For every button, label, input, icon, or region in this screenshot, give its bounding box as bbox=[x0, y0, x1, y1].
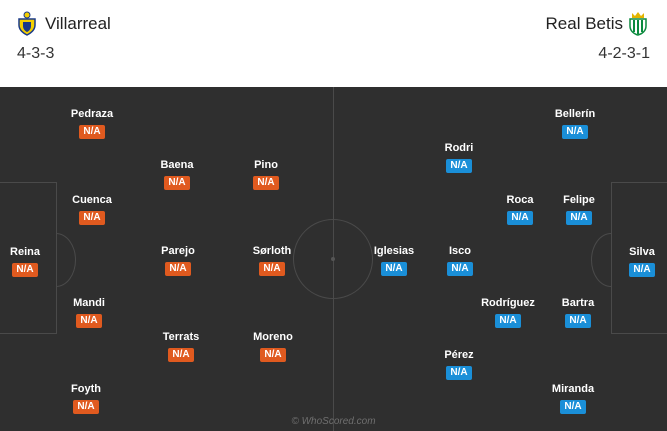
player-parejo[interactable]: Parejo N/A bbox=[143, 245, 213, 276]
player-miranda[interactable]: Miranda N/A bbox=[538, 383, 608, 414]
player-name: Roca bbox=[506, 194, 534, 206]
player-baena[interactable]: Baena N/A bbox=[142, 159, 212, 190]
rating-badge: N/A bbox=[560, 400, 586, 414]
player-name: Baena bbox=[160, 159, 194, 171]
home-formation: 4-3-3 bbox=[17, 45, 55, 62]
away-formation: 4-2-3-1 bbox=[598, 45, 650, 62]
player-name: Pino bbox=[254, 159, 278, 171]
player-name: Cuenca bbox=[72, 194, 112, 206]
rating-badge: N/A bbox=[259, 262, 285, 276]
player-name: Rodríguez bbox=[481, 297, 535, 309]
player-name: Sørloth bbox=[252, 245, 292, 257]
player-pino[interactable]: Pino N/A bbox=[231, 159, 301, 190]
rating-badge: N/A bbox=[79, 125, 105, 139]
player-name: Bellerín bbox=[554, 108, 596, 120]
player-name: Miranda bbox=[551, 383, 595, 395]
rating-badge: N/A bbox=[495, 314, 521, 328]
player-name: Silva bbox=[629, 246, 655, 258]
rating-badge: N/A bbox=[447, 262, 473, 276]
rating-badge: N/A bbox=[165, 262, 191, 276]
rating-badge: N/A bbox=[446, 366, 472, 380]
player-name: Felipe bbox=[563, 194, 595, 206]
rating-badge: N/A bbox=[79, 211, 105, 225]
rating-badge: N/A bbox=[566, 211, 592, 225]
player-cuenca[interactable]: Cuenca N/A bbox=[57, 194, 127, 225]
match-header: Villarreal 4-3-3 Real Betis 4-2-3-1 bbox=[0, 0, 667, 84]
player-name: Mandi bbox=[73, 297, 105, 309]
rating-badge: N/A bbox=[446, 159, 472, 173]
player-terrats[interactable]: Terrats N/A bbox=[146, 331, 216, 362]
rating-badge: N/A bbox=[76, 314, 102, 328]
player-silva[interactable]: Silva N/A bbox=[607, 246, 667, 277]
center-circle bbox=[293, 219, 373, 299]
player-mandi[interactable]: Mandi N/A bbox=[54, 297, 124, 328]
rating-badge: N/A bbox=[629, 263, 655, 277]
player-pedraza[interactable]: Pedraza N/A bbox=[57, 108, 127, 139]
away-team-name: Real Betis bbox=[545, 14, 623, 33]
player-rodri[interactable]: Rodri N/A bbox=[424, 142, 494, 173]
player-name: Parejo bbox=[161, 245, 195, 257]
player-name: Terrats bbox=[162, 331, 200, 343]
away-penalty-box bbox=[611, 182, 667, 334]
player-name: Iglesias bbox=[373, 245, 415, 257]
player-bellerin[interactable]: Bellerín N/A bbox=[540, 108, 610, 139]
player-name: Reina bbox=[10, 246, 40, 258]
rating-badge: N/A bbox=[253, 176, 279, 190]
rating-badge: N/A bbox=[381, 262, 407, 276]
rating-badge: N/A bbox=[12, 263, 38, 277]
player-name: Rodri bbox=[444, 142, 474, 154]
player-bartra[interactable]: Bartra N/A bbox=[543, 297, 613, 328]
player-rodriguez[interactable]: Rodríguez N/A bbox=[473, 297, 543, 328]
player-name: Foyth bbox=[71, 383, 101, 395]
player-name: Bartra bbox=[561, 297, 595, 309]
player-name: Moreno bbox=[253, 331, 293, 343]
home-team-name: Villarreal bbox=[45, 14, 111, 33]
player-name: Pedraza bbox=[70, 108, 114, 120]
player-felipe[interactable]: Felipe N/A bbox=[544, 194, 614, 225]
villarreal-crest-icon bbox=[18, 11, 36, 36]
rating-badge: N/A bbox=[164, 176, 190, 190]
watermark: © WhoScored.com bbox=[291, 416, 376, 427]
rating-badge: N/A bbox=[562, 125, 588, 139]
player-moreno[interactable]: Moreno N/A bbox=[238, 331, 308, 362]
rating-badge: N/A bbox=[565, 314, 591, 328]
player-iglesias[interactable]: Iglesias N/A bbox=[359, 245, 429, 276]
rating-badge: N/A bbox=[73, 400, 99, 414]
player-reina[interactable]: Reina N/A bbox=[0, 246, 60, 277]
player-perez[interactable]: Pérez N/A bbox=[424, 349, 494, 380]
player-roca[interactable]: Roca N/A bbox=[485, 194, 555, 225]
rating-badge: N/A bbox=[168, 348, 194, 362]
player-isco[interactable]: Isco N/A bbox=[425, 245, 495, 276]
real-betis-crest-icon bbox=[629, 12, 647, 36]
pitch: Reina N/A Pedraza N/A Cuenca N/A Mandi N… bbox=[0, 87, 667, 431]
player-name: Pérez bbox=[444, 349, 474, 361]
center-spot bbox=[331, 257, 335, 261]
rating-badge: N/A bbox=[507, 211, 533, 225]
player-sorloth[interactable]: Sørloth N/A bbox=[237, 245, 307, 276]
rating-badge: N/A bbox=[260, 348, 286, 362]
player-foyth[interactable]: Foyth N/A bbox=[51, 383, 121, 414]
player-name: Isco bbox=[448, 245, 471, 257]
